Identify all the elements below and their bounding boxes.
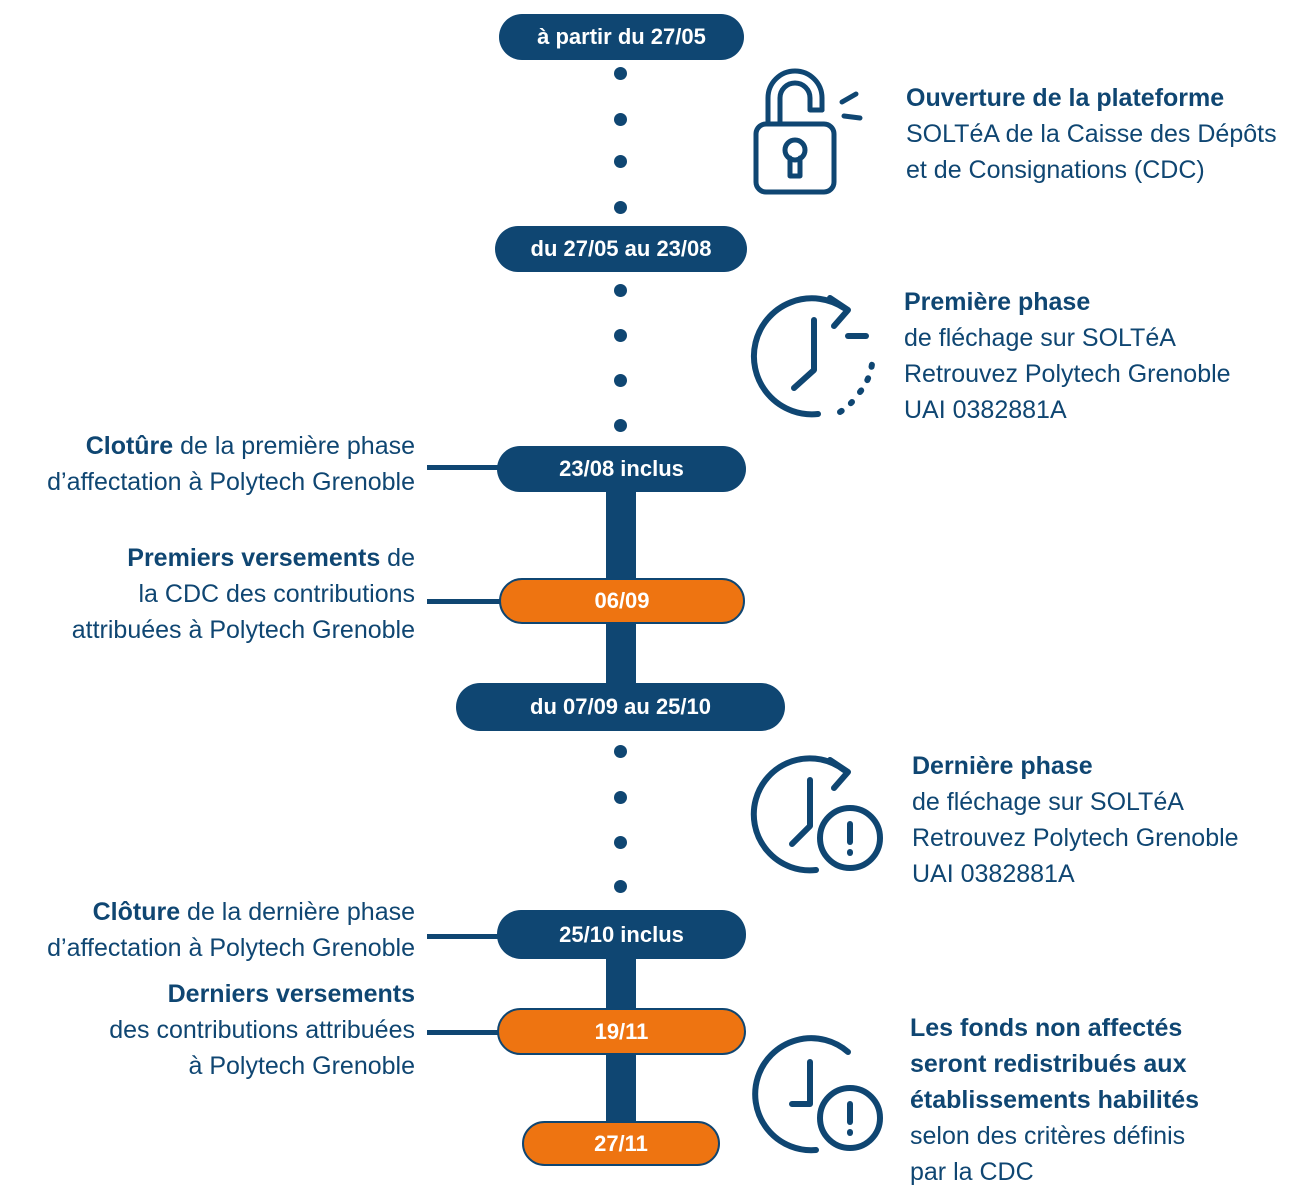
- left-item-text: des contributions attribuées: [109, 1016, 415, 1044]
- timeline-dot: [614, 836, 627, 849]
- clock-alert-icon: [750, 755, 883, 874]
- right-item-text: Retrouvez Polytech Grenoble: [912, 824, 1239, 852]
- right-item-text: UAI 0382881A: [904, 396, 1067, 424]
- timeline-dot: [614, 745, 627, 758]
- milestone-label: 06/09: [594, 588, 650, 613]
- left-item-text: de: [380, 544, 415, 572]
- milestone-label: 27/11: [594, 1130, 648, 1156]
- left-item-bold: Clotûre: [85, 432, 174, 460]
- milestone-pill-last-phase: du 07/09 au 25/10: [456, 683, 785, 731]
- left-item-text: de la dernière phase: [180, 898, 415, 926]
- milestone-label: du 07/09 au 25/10: [530, 694, 711, 719]
- right-item-title: Première phase: [904, 288, 1091, 316]
- milestone-label: à partir du 27/05: [537, 24, 706, 49]
- milestone-pill-last-closure: 25/10 inclus: [497, 910, 746, 959]
- clock-rotate-icon: [750, 295, 875, 418]
- right-item-title: seront redistribués aux: [910, 1050, 1187, 1078]
- milestone-pill-first-payments: 06/09: [499, 578, 745, 624]
- right-item-text: UAI 0382881A: [912, 860, 1075, 888]
- timeline-dot: [614, 791, 627, 804]
- right-item-title: Ouverture de la plateforme: [906, 84, 1225, 112]
- timeline-dot: [614, 329, 627, 342]
- timeline-dot: [614, 113, 627, 126]
- left-item-text: d’affectation à Polytech Grenoble: [47, 934, 415, 962]
- timeline-dot: [614, 419, 627, 432]
- left-item-text: attribuées à Polytech Grenoble: [71, 616, 415, 644]
- right-item-text: SOLTéA de la Caisse des Dépôts: [906, 120, 1277, 148]
- milestone-pill-final: 27/11: [522, 1121, 720, 1166]
- milestone-label: 19/11: [594, 1018, 649, 1044]
- timeline-dot: [614, 201, 627, 214]
- right-item-text: selon des critères définis: [910, 1122, 1186, 1150]
- milestone-label: 25/10 inclus: [559, 921, 684, 947]
- right-item-text: de fléchage sur SOLTéA: [904, 324, 1176, 352]
- clock-alert-icon: [752, 1035, 883, 1154]
- right-item-text: de fléchage sur SOLTéA: [912, 788, 1184, 816]
- timeline-dot: [614, 67, 627, 80]
- milestone-pill-last-payments: 19/11: [497, 1008, 746, 1055]
- right-item-funds: Les fonds non affectés seront redistribu…: [910, 1010, 1199, 1190]
- timeline-dot: [614, 374, 627, 387]
- left-item-text: d’affectation à Polytech Grenoble: [47, 468, 415, 496]
- timeline-dot: [614, 284, 627, 297]
- left-item-text: à Polytech Grenoble: [188, 1052, 415, 1080]
- unlocked-padlock-icon: [753, 68, 863, 195]
- right-item-opening: Ouverture de la plateforme SOLTéA de la …: [906, 80, 1277, 188]
- right-item-first-phase: Première phase de fléchage sur SOLTéA Re…: [904, 284, 1231, 428]
- connector-line: [427, 934, 507, 939]
- milestone-pill-first-closure: 23/08 inclus: [497, 446, 746, 492]
- right-item-title: Dernière phase: [912, 752, 1093, 780]
- connector-line: [427, 1030, 507, 1035]
- timeline-dot: [614, 880, 627, 893]
- left-item-text: de la première phase: [173, 432, 415, 460]
- left-item-closure-last: Clôture de la dernière phase d’affectati…: [47, 894, 415, 966]
- timeline-dot: [614, 155, 627, 168]
- right-item-title: établissements habilités: [910, 1086, 1200, 1114]
- left-item-first-payments: Premiers versements de la CDC des contri…: [72, 540, 415, 648]
- milestone-pill-start: à partir du 27/05: [499, 14, 744, 60]
- connector-line: [427, 465, 507, 470]
- right-item-last-phase: Dernière phase de fléchage sur SOLTéA Re…: [912, 748, 1239, 892]
- right-item-text: et de Consignations (CDC): [906, 156, 1205, 184]
- milestone-label: du 27/05 au 23/08: [530, 236, 712, 261]
- left-item-bold: Clôture: [92, 898, 181, 926]
- right-item-text: Retrouvez Polytech Grenoble: [904, 360, 1231, 388]
- milestone-label: 23/08 inclus: [559, 456, 684, 481]
- right-item-title: Les fonds non affectés: [910, 1014, 1183, 1042]
- left-item-last-payments: Derniers versements des contributions at…: [109, 976, 415, 1084]
- connector-line: [427, 599, 507, 604]
- right-item-text: par la CDC: [910, 1158, 1034, 1186]
- left-item-closure-first: Clotûre de la première phase d’affectati…: [47, 428, 415, 500]
- left-item-bold: Premiers versements: [127, 544, 381, 572]
- left-item-bold: Derniers versements: [167, 980, 415, 1008]
- milestone-pill-first-phase: du 27/05 au 23/08: [495, 226, 747, 272]
- left-item-text: la CDC des contributions: [138, 580, 415, 608]
